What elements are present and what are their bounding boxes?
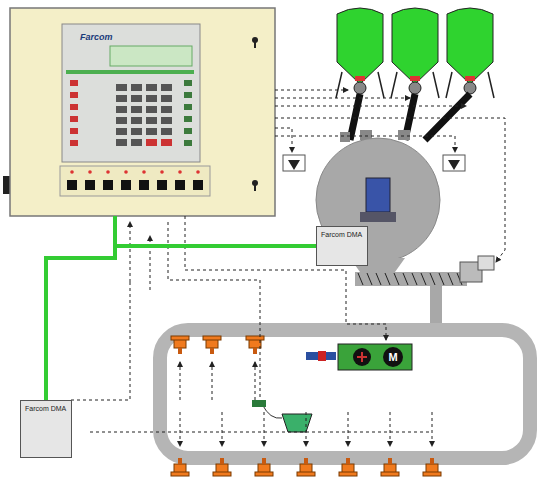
node-text: M	[388, 351, 397, 363]
feed-loop	[160, 330, 530, 458]
switch-strip	[60, 166, 210, 196]
node-text: Farcom DMA	[25, 405, 67, 412]
motor-symbol: M	[383, 347, 403, 367]
display-frame	[62, 24, 200, 162]
node-text: Farcom DMA	[321, 231, 363, 238]
dma-box: Farcom DMA	[316, 226, 368, 266]
panel-housing	[10, 8, 275, 216]
lcd	[110, 46, 192, 66]
cable	[46, 216, 115, 400]
dma-box: Farcom DMA	[20, 400, 72, 458]
control-panel: Farcom	[10, 8, 275, 216]
cable	[115, 216, 316, 246]
node-text: Farcom	[80, 32, 113, 42]
